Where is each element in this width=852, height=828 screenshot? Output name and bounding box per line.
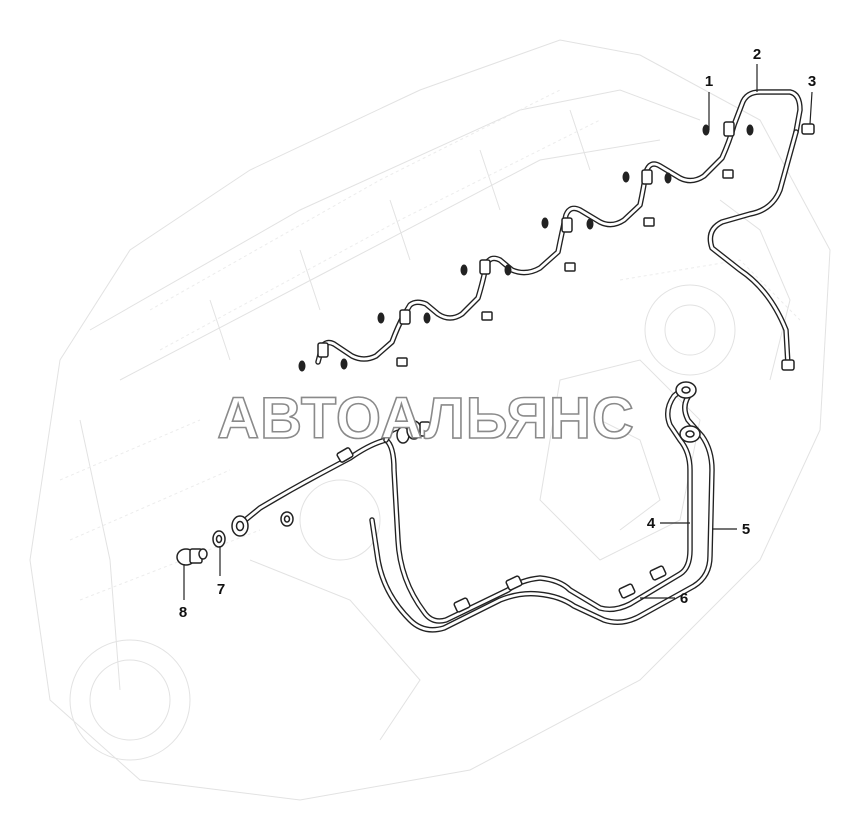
pipe-clamps (336, 447, 667, 613)
banjo-fittings (231, 381, 701, 537)
callout-5: 5 (742, 521, 750, 538)
engine-block-background (29, 39, 831, 801)
callout-3: 3 (808, 73, 816, 90)
callout-4: 4 (647, 515, 656, 532)
leader-lines (183, 64, 813, 600)
callout-labels: 1 2 3 4 5 6 7 8 (179, 46, 816, 621)
watermark-text: АВТОАЛЬЯНС (217, 386, 634, 451)
callout-2: 2 (753, 46, 761, 63)
plug-and-washer (176, 530, 226, 566)
callout-8: 8 (179, 604, 187, 621)
upper-line-fittings (298, 121, 815, 372)
callout-1: 1 (705, 73, 713, 90)
drain-plug (176, 548, 208, 566)
callout-7: 7 (217, 581, 225, 598)
callout-6: 6 (680, 590, 688, 607)
